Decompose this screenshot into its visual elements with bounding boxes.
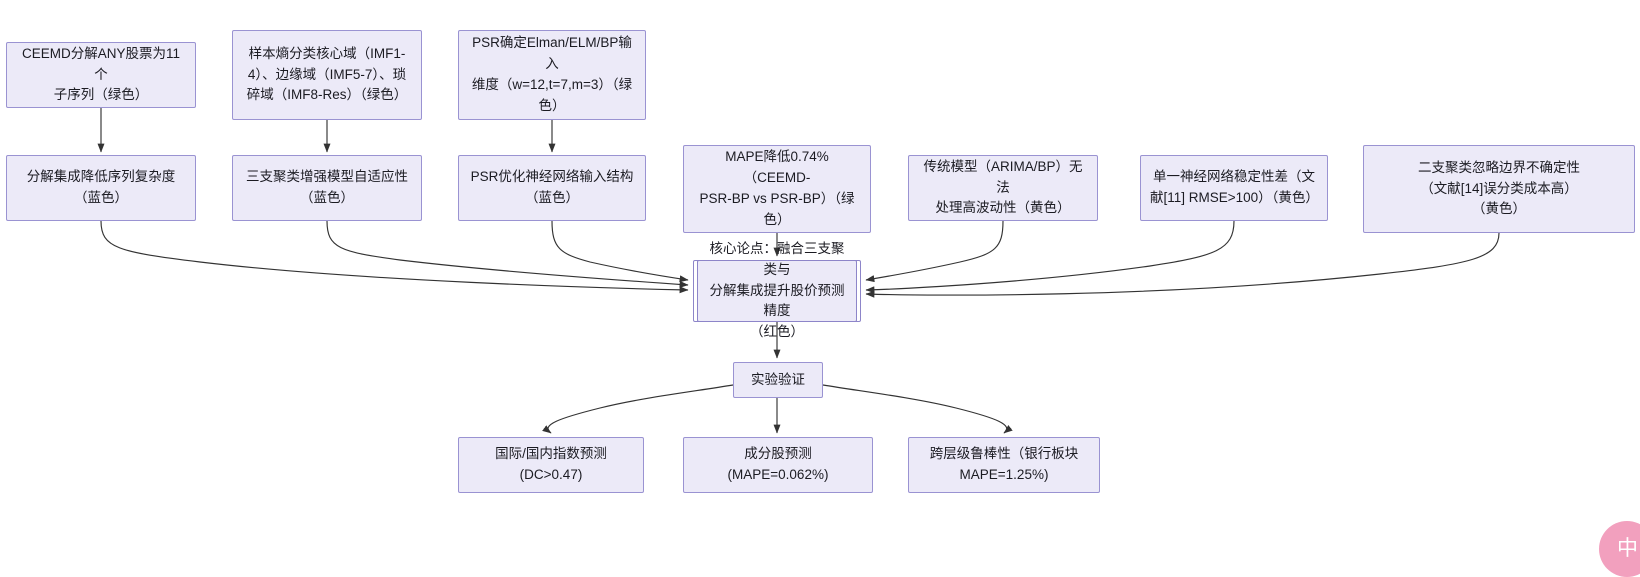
edge-n9-core [865, 220, 1235, 294]
node-label: 核心论点：融合三支聚类与 分解集成提升股价预测精度 （红色） [709, 240, 845, 340]
node-core-thesis[interactable]: 核心论点：融合三支聚类与 分解集成提升股价预测精度 （红色） [697, 241, 857, 339]
node-label: PSR优化神经网络输入结构 （蓝色） [470, 169, 634, 205]
node-decompose-reduces-complexity[interactable]: 分解集成降低序列复杂度 （蓝色） [6, 155, 196, 221]
node-mape-reduction[interactable]: MAPE降低0.74%（CEEMD- PSR-BP vs PSR-BP）（绿 色… [683, 145, 871, 233]
node-two-way-clustering-boundary[interactable]: 二支聚类忽略边界不确定性 （文献[14]误分类成本高） （黄色） [1363, 145, 1635, 233]
node-label: 样本熵分类核心域（IMF1- 4）、边缘域（IMF5-7）、琐 碎域（IMF8-… [246, 45, 408, 103]
node-three-way-clustering-adaptive[interactable]: 三支聚类增强模型自适应性 （蓝色） [232, 155, 422, 221]
node-traditional-model-limitation[interactable]: 传统模型（ARIMA/BP）无法 处理高波动性（黄色） [908, 155, 1098, 221]
node-label: MAPE降低0.74%（CEEMD- PSR-BP vs PSR-BP）（绿 色… [699, 149, 855, 227]
node-label: 跨层级鲁棒性（银行板块 MAPE=1.25%) [929, 446, 1079, 482]
node-label: 单一神经网络稳定性差（文 献[11] RMSE>100）（黄色） [1150, 169, 1319, 205]
edge-n4-core [100, 220, 689, 294]
node-psr-optimizes-network[interactable]: PSR优化神经网络输入结构 （蓝色） [458, 155, 646, 221]
watermark-text: 中 [1617, 536, 1638, 560]
node-single-network-instability[interactable]: 单一神经网络稳定性差（文 献[11] RMSE>100）（黄色） [1140, 155, 1328, 221]
node-ceemd-decompose[interactable]: CEEMD分解ANY股票为11个 子序列（绿色） [6, 42, 196, 108]
node-label: 传统模型（ARIMA/BP）无法 处理高波动性（黄色） [923, 158, 1083, 216]
node-label: 分解集成降低序列复杂度 （蓝色） [26, 169, 176, 205]
node-label: PSR确定Elman/ELM/BP输入 维度（w=12,t=7,m=3）（绿 色… [471, 35, 633, 113]
edge-verify-n12 [542, 384, 734, 434]
edge-n10-core [865, 232, 1500, 298]
node-cross-level-robustness[interactable]: 跨层级鲁棒性（银行板块 MAPE=1.25%) [908, 437, 1100, 493]
node-sample-entropy-classify[interactable]: 样本熵分类核心域（IMF1- 4）、边缘域（IMF5-7）、琐 碎域（IMF8-… [232, 30, 422, 120]
node-index-prediction[interactable]: 国际/国内指数预测 (DC>0.47) [458, 437, 644, 493]
node-label: 实验验证 [751, 371, 805, 387]
node-psr-input-dimension[interactable]: PSR确定Elman/ELM/BP输入 维度（w=12,t=7,m=3）（绿 色… [458, 30, 646, 120]
edge-n8-core [865, 220, 1004, 283]
node-label: 国际/国内指数预测 (DC>0.47) [495, 446, 607, 482]
edge-verify-n14 [822, 384, 1013, 434]
watermark-badge: 中 [1599, 521, 1640, 577]
node-experimental-verification[interactable]: 实验验证 [733, 362, 823, 398]
node-label: 成分股预测 (MAPE=0.062%) [727, 446, 829, 482]
node-label: CEEMD分解ANY股票为11个 子序列（绿色） [21, 45, 181, 103]
edge-n5-core [326, 220, 689, 288]
node-label: 二支聚类忽略边界不确定性 （文献[14]误分类成本高） （黄色） [1418, 159, 1580, 217]
node-constituent-stock-prediction[interactable]: 成分股预测 (MAPE=0.062%) [683, 437, 873, 493]
node-label: 三支聚类增强模型自适应性 （蓝色） [246, 169, 408, 205]
edge-n6-core [551, 220, 689, 283]
